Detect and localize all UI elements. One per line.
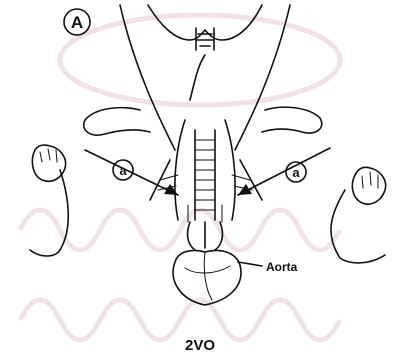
callout-left-label: a xyxy=(119,163,127,178)
callout-right-label: a xyxy=(292,165,300,180)
head-outline xyxy=(120,5,290,150)
aorta-label: Aorta xyxy=(266,260,298,274)
forelimbs xyxy=(30,107,386,263)
panel-letter: A xyxy=(71,13,83,32)
figure-caption: 2VO xyxy=(185,337,215,354)
callout-right: a xyxy=(286,162,306,182)
panel-letter-badge: A xyxy=(64,9,90,35)
heart xyxy=(173,222,262,305)
callout-left: a xyxy=(113,160,133,180)
